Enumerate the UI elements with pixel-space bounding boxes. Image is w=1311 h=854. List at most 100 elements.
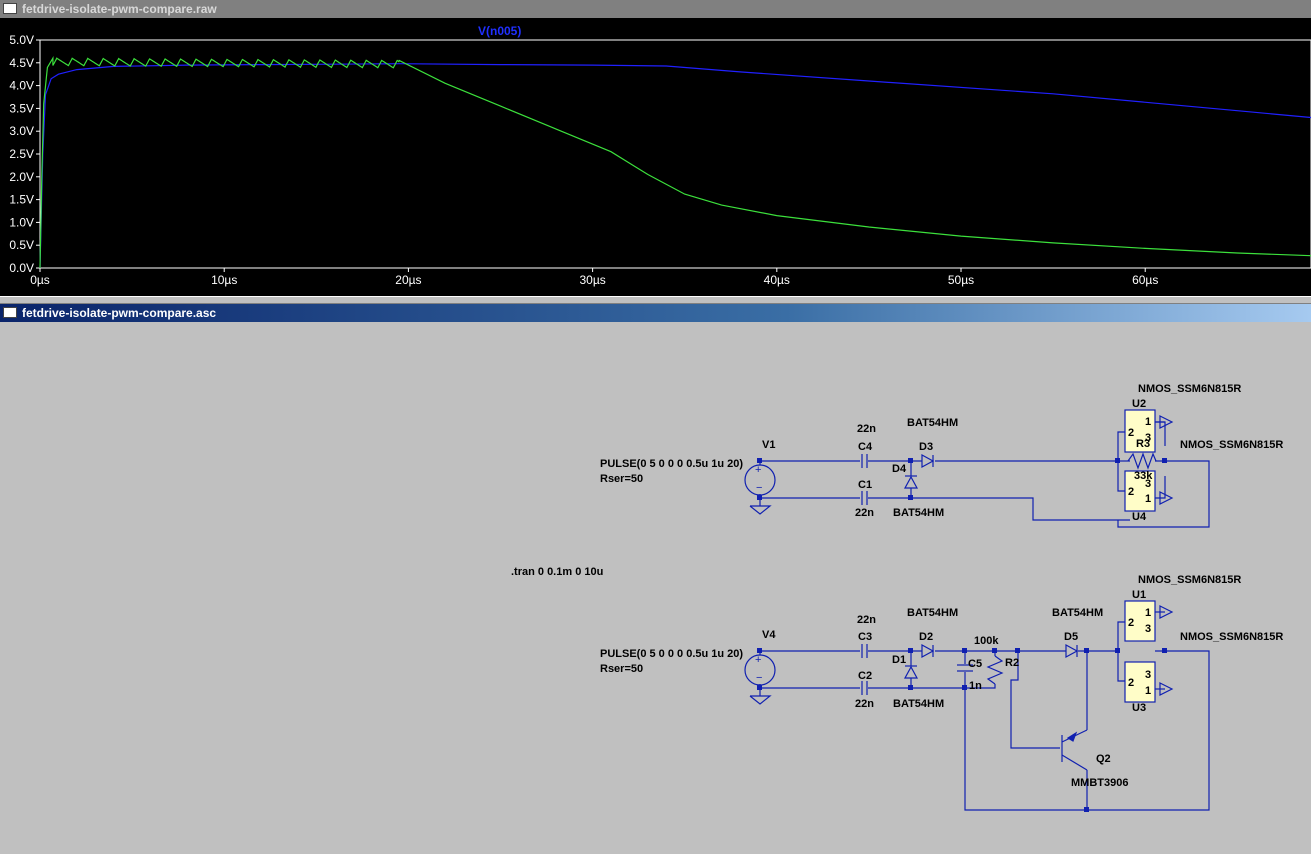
c5-value-label: 1n (969, 680, 982, 692)
schematic-titlebar[interactable]: fetdrive-isolate-pwm-compare.asc (0, 304, 1311, 322)
v4-minus-pin: − (756, 672, 762, 684)
y-tick-label: 1.0V (9, 215, 34, 229)
y-tick-label: 2.0V (9, 170, 34, 184)
d3-diode[interactable] (921, 453, 935, 469)
y-tick-label: 4.5V (9, 56, 34, 70)
junction-dots (757, 458, 1167, 812)
x-tick-label: 20µs (395, 273, 421, 287)
c4-value-label: 22n (857, 423, 876, 435)
u4-model-label: NMOS_SSM6N815R (1180, 439, 1283, 451)
c5-capacitor[interactable] (957, 664, 973, 672)
y-tick-label: 2.5V (9, 147, 34, 161)
d4-label: D4 (892, 463, 907, 475)
u3-pin1: 1 (1145, 685, 1151, 697)
trace-v-n005 (39, 63, 1311, 269)
waveform-title: fetdrive-isolate-pwm-compare.raw (22, 2, 217, 16)
waveform-plot[interactable]: V(n005) 5.0V4.5V4.0V3.5V3.0V2.5V2.0V1.5V… (0, 18, 1311, 296)
u4-pin2: 2 (1128, 486, 1134, 498)
v4-rser-label: Rser=50 (600, 663, 643, 675)
c1-label: C1 (858, 479, 872, 491)
pane-divider[interactable] (0, 296, 1311, 304)
plot-frame (39, 39, 1311, 269)
x-tick-label: 30µs (579, 273, 605, 287)
bottom-circuit-wires (759, 611, 1210, 811)
x-tick-label: 40µs (764, 273, 790, 287)
schematic-title: fetdrive-isolate-pwm-compare.asc (22, 306, 217, 320)
x-tick-label: 0µs (30, 273, 50, 287)
c4-capacitor[interactable] (861, 454, 868, 468)
c3-label: C3 (858, 631, 872, 643)
q2-model-label: MMBT3906 (1071, 777, 1128, 789)
tran-directive[interactable]: .tran 0 0.1m 0 10u (511, 566, 603, 578)
d5-diode[interactable] (1065, 643, 1079, 659)
c3-value-label: 22n (857, 614, 876, 626)
schematic-window[interactable]: fetdrive-isolate-pwm-compare.asc + − (0, 304, 1311, 854)
v1-label: V1 (762, 439, 775, 451)
d3-label: D3 (919, 441, 933, 453)
r2-value-label: 100k (974, 635, 999, 647)
u4-label: U4 (1132, 511, 1147, 523)
bottom-ground-icon (749, 695, 772, 705)
x-tick-label: 60µs (1132, 273, 1158, 287)
y-tick-label: 3.5V (9, 101, 34, 115)
schematic-app-icon (3, 307, 17, 318)
r3-value-label: 33k (1134, 470, 1153, 482)
c5-label: C5 (968, 658, 982, 670)
u3-ic[interactable] (1124, 661, 1174, 703)
v1-minus-pin: − (756, 482, 762, 494)
d5-model-label: BAT54HM (1052, 607, 1103, 619)
y-tick-label: 0.0V (9, 261, 34, 275)
x-tick-label: 10µs (211, 273, 237, 287)
waveform-titlebar[interactable]: fetdrive-isolate-pwm-compare.raw (0, 0, 1311, 18)
d4-diode[interactable] (903, 475, 919, 489)
top-ground-icon (749, 505, 772, 515)
c1-capacitor[interactable] (861, 491, 868, 505)
y-tick-label: 1.5V (9, 193, 34, 207)
u1-pin2: 2 (1128, 617, 1134, 629)
v1-plus-pin: + (755, 464, 761, 476)
u2-ic[interactable] (1124, 409, 1174, 453)
u2-pin1: 1 (1145, 416, 1151, 428)
waveform-window[interactable]: fetdrive-isolate-pwm-compare.raw V(n005)… (0, 0, 1311, 296)
v1-source[interactable]: + − (744, 464, 776, 496)
r3-resistor[interactable] (1127, 452, 1157, 470)
u2-pin3: 3 (1145, 432, 1151, 444)
x-tick-label: 50µs (948, 273, 974, 287)
u3-pin3: 3 (1145, 669, 1151, 681)
c3-capacitor[interactable] (861, 644, 868, 658)
u1-pin3: 3 (1145, 623, 1151, 635)
u1-label: U1 (1132, 589, 1146, 601)
c2-capacitor[interactable] (861, 681, 868, 695)
c2-label: C2 (858, 670, 872, 682)
trace-green (39, 56, 1311, 269)
r3-label: R3 (1136, 438, 1150, 450)
d2-model-label: BAT54HM (907, 607, 958, 619)
u4-pin1: 1 (1145, 493, 1151, 505)
q2-transistor[interactable] (1061, 729, 1088, 771)
y-axis: 5.0V4.5V4.0V3.5V3.0V2.5V2.0V1.5V1.0V0.5V… (9, 33, 40, 275)
d3-model-label: BAT54HM (907, 417, 958, 429)
c2-value-label: 22n (855, 698, 874, 710)
u2-model-label: NMOS_SSM6N815R (1138, 383, 1241, 395)
r2-label: R2 (1005, 657, 1019, 669)
d2-label: D2 (919, 631, 933, 643)
u2-label: U2 (1132, 398, 1146, 410)
u4-ic[interactable] (1124, 470, 1174, 512)
d5-label: D5 (1064, 631, 1078, 643)
u1-model-label: NMOS_SSM6N815R (1138, 574, 1241, 586)
c1-value-label: 22n (855, 507, 874, 519)
trace-label[interactable]: V(n005) (478, 24, 521, 38)
r2-resistor[interactable] (986, 655, 1004, 685)
d4-model-label: BAT54HM (893, 507, 944, 519)
d1-diode[interactable] (903, 665, 919, 679)
v4-source[interactable]: + − (744, 654, 776, 686)
d2-diode[interactable] (921, 643, 935, 659)
q2-label: Q2 (1096, 753, 1111, 765)
u2-pin2: 2 (1128, 427, 1134, 439)
c4-label: C4 (858, 441, 873, 453)
y-tick-label: 5.0V (9, 33, 34, 47)
schematic-canvas[interactable]: + − (0, 322, 1311, 854)
y-tick-label: 4.0V (9, 79, 34, 93)
u1-ic[interactable] (1124, 600, 1174, 642)
u3-model-label: NMOS_SSM6N815R (1180, 631, 1283, 643)
